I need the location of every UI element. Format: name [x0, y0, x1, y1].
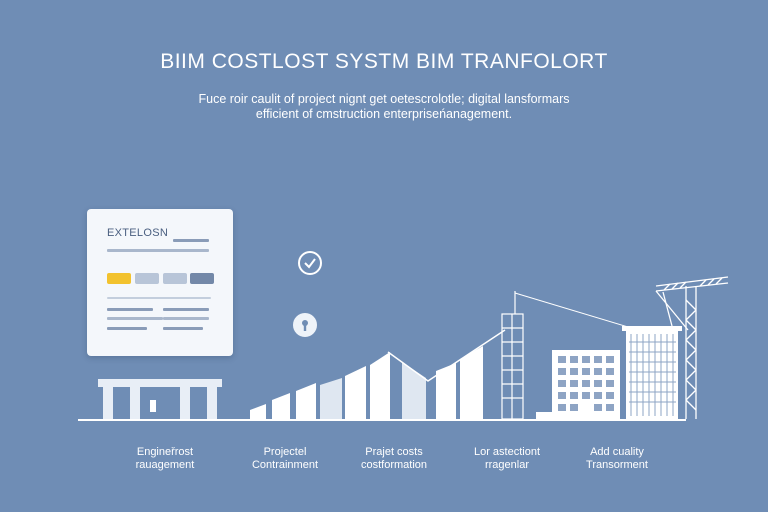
subtitle-line-2: efficient of cmstruction enterpriseńanag… [255, 107, 513, 121]
card-chip [163, 273, 187, 284]
bar-5 [345, 366, 366, 419]
card-line [107, 317, 163, 320]
bar-2 [272, 393, 290, 419]
building-windows [558, 356, 614, 411]
bar-1 [250, 404, 266, 419]
document-card: EXTELOSN [87, 209, 233, 356]
card-line [163, 308, 209, 311]
label-lor-astectiont: Lor astectiont rragenlar [473, 446, 541, 471]
card-line [173, 239, 209, 242]
card-line [107, 308, 153, 311]
check-circle-icon [298, 251, 322, 275]
bar-9 [460, 346, 483, 419]
foundation-structure [98, 379, 222, 419]
office-building-right [622, 326, 682, 419]
label-project-costs: Prajet costs costformation [360, 446, 428, 471]
card-line [107, 249, 209, 252]
glass-facade [629, 334, 676, 416]
card-title: EXTELOSN [107, 227, 169, 239]
card-chip [190, 273, 214, 284]
card-chip-highlight [107, 273, 131, 284]
cable [514, 292, 639, 331]
bar-3 [296, 383, 316, 419]
ground-line [78, 419, 686, 421]
card-divider [107, 297, 211, 299]
page-title: BIIM COSTLOST SYSTM BIM TRANFOLORT [160, 50, 608, 73]
bar-7 [402, 362, 426, 419]
label-project-containment: Projectel Contrainment [251, 446, 319, 471]
scaffold-tower [501, 291, 524, 420]
tower-crane [655, 276, 729, 419]
bar-4 [320, 378, 342, 419]
card-chip [135, 273, 159, 284]
card-line [107, 327, 147, 330]
trend-line [387, 329, 506, 382]
label-add-quality: Add cuality Transorment [586, 446, 648, 471]
keyhole-icon [293, 313, 317, 337]
page-subtitle: Fuce roir caulit of project nignt get oe… [134, 92, 634, 122]
card-line [163, 317, 209, 320]
bar-8 [436, 363, 456, 419]
label-engineering-cost: Engineřrost rauagement [135, 446, 195, 471]
card-line [163, 327, 203, 330]
rising-bars [250, 346, 483, 419]
bar-6 [370, 352, 390, 419]
subtitle-line-1: Fuce roir caulit of project nignt get oe… [198, 92, 570, 106]
